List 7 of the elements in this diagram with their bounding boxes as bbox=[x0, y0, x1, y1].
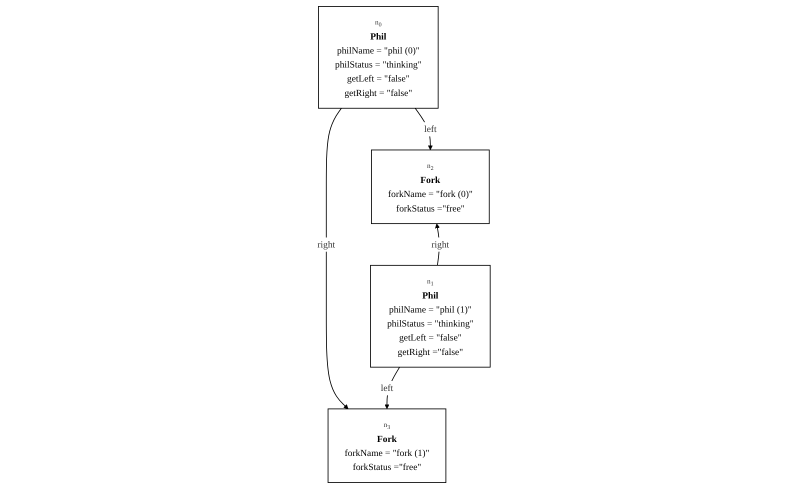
arrow bbox=[414, 108, 432, 150]
edge-label: left bbox=[380, 382, 393, 394]
edge-label: right bbox=[431, 239, 449, 250]
arrow bbox=[384, 366, 400, 410]
edge-label: left bbox=[424, 124, 436, 134]
edge-label: right bbox=[317, 239, 335, 250]
arrow bbox=[326, 108, 348, 410]
